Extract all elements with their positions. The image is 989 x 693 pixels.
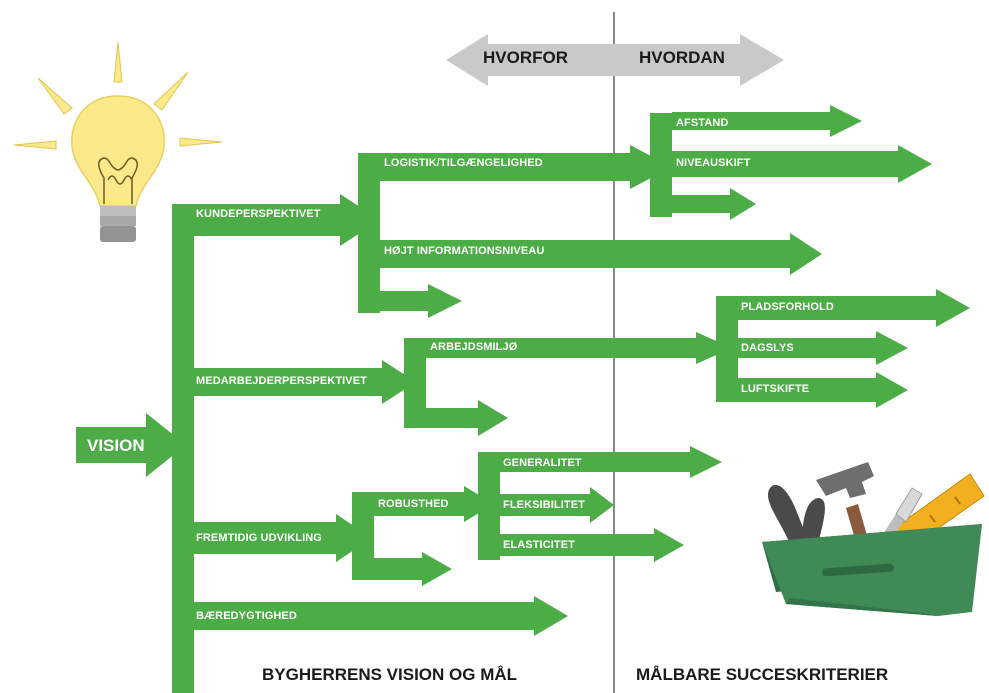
arrow-robusthed [374,486,494,522]
label-baeredygtighed: BÆREDYGTIGHED [196,610,297,622]
arrow-baeredygtighed [194,596,568,636]
arrow-fleksibilitet [500,487,614,523]
arrow-luftskifte [738,372,908,408]
arrow-logistik-extra [380,284,462,318]
arrow-robusthed-extra [374,552,452,586]
vision-label: VISION [87,436,145,455]
arrow-dagslys [738,331,908,365]
arrow-hojt-informationsniveau [380,233,822,275]
arrow-pladsforhold [738,289,970,327]
arrow-medarbejderperspektivet [194,360,416,404]
label-fleksibilitet: FLEKSIBILITET [503,499,585,511]
footer-left-caption: BYGHERRENS VISION OG MÅL [262,665,518,684]
label-afstand: AFSTAND [676,117,729,129]
label-logistik: LOGISTIK/TILGÆNGELIGHED [384,157,543,169]
footer-right-caption: MÅLBARE SUCCESKRITERIER [636,665,889,684]
arrow-logistik [380,145,672,189]
label-hojt-informationsniveau: HØJT INFORMATIONSNIVEAU [384,245,545,257]
arrow-arbejdsmiljo-extra [426,400,508,436]
header-right-label: HVORDAN [639,48,725,67]
light-bulb-icon [13,41,223,242]
arrow-arbejdsmiljo [426,332,732,364]
arrow-niveau-extra [672,188,756,220]
arrow-elasticitet [500,528,684,562]
arrow-niveauskift [672,145,932,183]
label-fremtidig-udvikling: FREMTIDIG UDVIKLING [196,532,322,544]
vision-arrow [76,413,186,477]
arrow-generalitet [500,446,722,478]
label-luftskifte: LUFTSKIFTE [741,383,810,395]
label-pladsforhold: PLADSFORHOLD [741,301,834,313]
arrow-fremtidig-udvikling [194,514,372,562]
header-left-label: HVORFOR [483,48,568,67]
label-dagslys: DAGSLYS [741,342,794,354]
trunk-bar [172,204,194,693]
label-kundeperspektivet: KUNDEPERSPEKTIVET [196,208,321,220]
toolbox-icon [762,462,985,616]
label-medarbejderperspektivet: MEDARBEJDERPERSPEKTIVET [196,375,367,387]
label-generalitet: GENERALITET [503,457,582,469]
arrow-kundeperspektivet [194,194,380,246]
header-double-arrow [446,34,784,86]
label-arbejdsmiljo: ARBEJDSMILJØ [430,341,518,353]
arrow-afstand [672,105,862,137]
label-robusthed: ROBUSTHED [378,498,449,510]
label-elasticitet: ELASTICITET [503,539,575,551]
label-niveauskift: NIVEAUSKIFT [676,157,751,169]
